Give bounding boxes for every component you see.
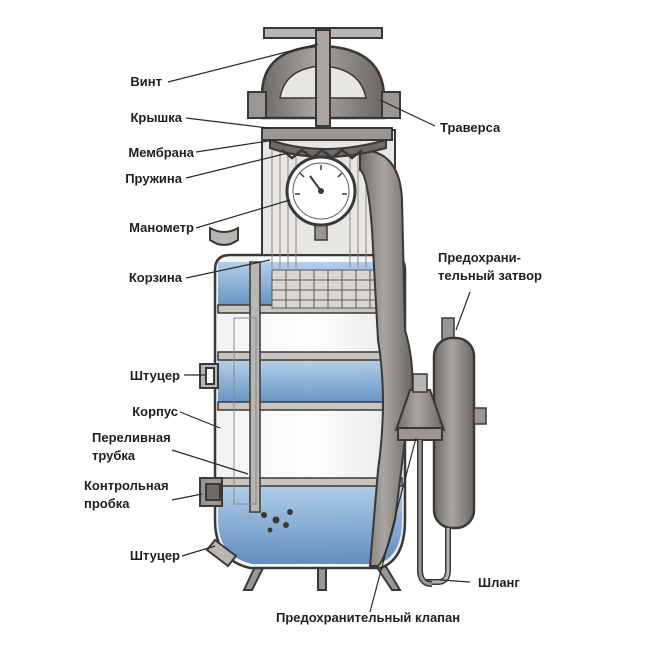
- label-body: Корпус: [132, 404, 178, 419]
- label-overflow-tube-line1: Переливная: [92, 430, 171, 445]
- label-membrane: Мембрана: [128, 145, 194, 160]
- label-hose: Шланг: [478, 575, 520, 590]
- leader-lines: [167, 43, 471, 613]
- label-traverse: Траверса: [440, 120, 501, 135]
- overflow-tube: [233, 261, 261, 513]
- basket: [271, 269, 383, 309]
- label-control-plug-line1: Контрольная: [84, 478, 169, 493]
- pressure-gauge: [285, 155, 357, 241]
- label-safety-valve: Предохранительный клапан: [276, 610, 461, 625]
- label-control-plug-line2: пробка: [84, 496, 130, 511]
- safety-shutter: [425, 317, 487, 585]
- label-safety-shutter-line2: тельный затвор: [438, 268, 542, 283]
- label-spring: Пружина: [125, 171, 182, 186]
- label-fitting-lower: Штуцер: [129, 548, 180, 563]
- label-screw: Винт: [130, 74, 162, 89]
- label-lid: Крышка: [130, 110, 182, 125]
- bubbles: [261, 509, 293, 533]
- fitting-upper: [199, 363, 219, 389]
- screw: [263, 27, 383, 127]
- safety-valve: [394, 373, 446, 587]
- top-handle: [209, 226, 239, 246]
- label-overflow-tube-line2: трубка: [92, 448, 136, 463]
- lid-assembly: [261, 127, 393, 160]
- label-safety-shutter-line1: Предохрани-: [438, 250, 521, 265]
- control-plug: [199, 477, 223, 507]
- label-fitting-upper: Штуцер: [129, 368, 180, 383]
- label-basket: Корзина: [128, 270, 182, 285]
- label-pressure-gauge: Манометр: [129, 220, 194, 235]
